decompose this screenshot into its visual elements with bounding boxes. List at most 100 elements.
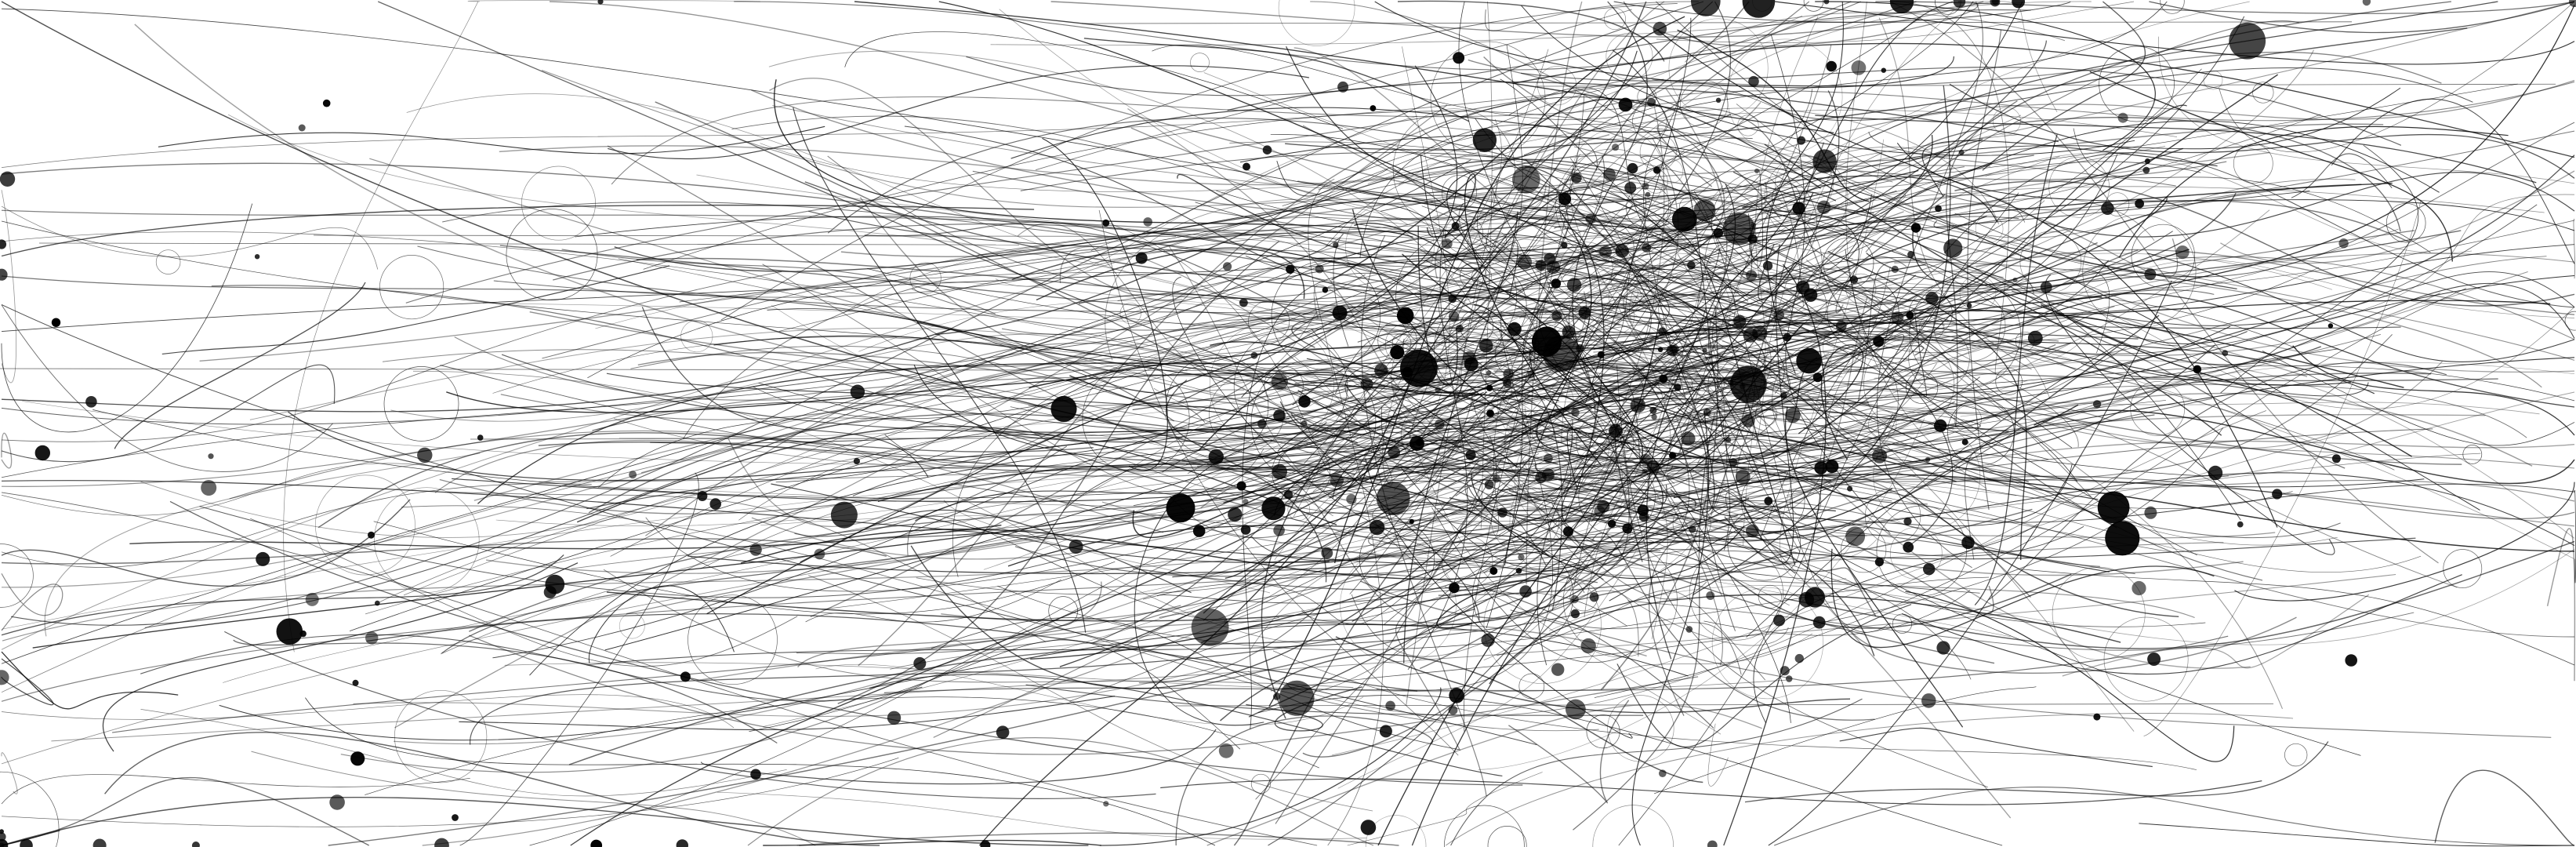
trace-line (1100, 687, 1442, 846)
trace-line (587, 169, 1388, 379)
pause-ring (1947, 398, 2015, 466)
click-dot (1814, 461, 1828, 474)
click-dot (1851, 60, 1867, 75)
click-dot (1891, 311, 1904, 324)
pause-ring (1876, 505, 1968, 597)
trace-line (1262, 367, 1644, 463)
trace-line (619, 294, 1627, 439)
trace-line (2331, 98, 2575, 264)
click-dot (1816, 200, 1831, 214)
trace-line (1132, 439, 1518, 538)
click-dot (0, 171, 16, 187)
trace-line (997, 576, 1990, 650)
click-dot (1279, 680, 1315, 716)
trace-line (492, 268, 1554, 394)
trace-line (1623, 125, 1725, 282)
trace-line (1678, 344, 2056, 370)
pause-ring (314, 474, 415, 576)
pause-ring (1740, 469, 1805, 534)
trace-line (966, 9, 2031, 96)
click-dot (1400, 349, 1438, 387)
trace-line (1875, 1, 2575, 14)
trace-line (611, 89, 1744, 185)
trace-line (1594, 288, 2467, 698)
click-dot (1192, 525, 1206, 537)
click-dot (208, 453, 214, 460)
pause-ring (1048, 596, 1079, 626)
trace-line (1336, 420, 1779, 460)
trace-line (1198, 372, 1482, 451)
trace-line (1228, 285, 1620, 371)
click-dot (830, 501, 858, 529)
trace-line (637, 351, 1682, 420)
click-dot (1903, 517, 1912, 525)
click-dot (1449, 311, 1460, 322)
click-dot (1651, 413, 1657, 420)
click-dot (2092, 400, 2102, 409)
trace-line (890, 466, 1396, 670)
click-dot (1571, 408, 1580, 417)
trace-line (938, 1, 1832, 339)
click-dot (2272, 489, 2283, 500)
trace-line (1508, 700, 1630, 804)
trace-line (1, 752, 18, 794)
click-dot (1874, 558, 1884, 567)
trace-line (1468, 401, 1955, 522)
pause-ring (1497, 366, 1575, 444)
click-dot (1135, 252, 1148, 264)
trace-line (1495, 596, 1742, 675)
trace-line (643, 111, 1798, 270)
trace-line (1257, 694, 2003, 846)
trace-line (169, 500, 1523, 786)
trace-line (768, 50, 1471, 304)
trace-line (1394, 89, 1813, 491)
trace-line (104, 732, 880, 846)
trace-line (2021, 569, 2575, 666)
trace-line (1152, 44, 1661, 120)
trace-line (1168, 245, 1540, 507)
trace-line (1332, 431, 2350, 756)
trace-line (1, 190, 2310, 333)
trace-line (504, 662, 1787, 693)
click-dot (1693, 199, 1716, 222)
trace-line (1921, 140, 2218, 198)
trace-line (1, 432, 13, 469)
pause-ring (1209, 322, 1334, 448)
pause-ring (688, 594, 778, 685)
click-dot (2105, 521, 2140, 556)
click-dot (2135, 198, 2145, 209)
click-dot (1603, 168, 1616, 181)
trace-line (405, 1, 1917, 304)
trace-line (0, 368, 1333, 371)
trace-line (1565, 81, 2575, 122)
trace-line (1261, 1, 1647, 719)
trace-line (1203, 72, 2575, 560)
trace-line (1764, 144, 2222, 436)
trace-line (738, 431, 1333, 521)
trace-line (340, 416, 1505, 773)
pause-ring (1537, 66, 1577, 106)
trace-line (1307, 546, 2195, 619)
pause-ring (1682, 315, 1772, 405)
click-dot (1849, 275, 1859, 284)
trace-line (1119, 345, 2129, 522)
click-dot (2338, 238, 2349, 249)
trace-line (1186, 342, 2072, 465)
click-dot (350, 751, 365, 766)
click-dot (1273, 524, 1285, 536)
trace-line (1710, 142, 1825, 515)
trace-line (1851, 616, 2297, 674)
trace-line (1673, 474, 2575, 552)
click-dot (1544, 253, 1555, 265)
trace-line (1656, 1, 2135, 43)
click-dot (1434, 419, 1445, 430)
trace-line (211, 285, 1598, 583)
pause-ring (1607, 695, 1674, 762)
trace-line (1571, 296, 2551, 324)
trace-line (1912, 196, 2168, 287)
click-dot (2237, 521, 2244, 528)
trace-line (740, 529, 1581, 580)
trace-line (1229, 141, 1679, 248)
click-dot (1713, 227, 1724, 238)
trace-line (1730, 136, 2575, 373)
